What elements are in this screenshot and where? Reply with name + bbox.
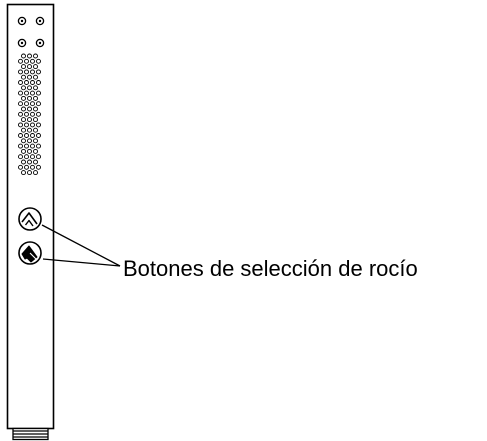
spray-hole <box>24 143 29 149</box>
spray-hole <box>36 122 41 128</box>
spray-hole <box>27 64 32 70</box>
spray-hole <box>36 154 41 160</box>
spray-hole <box>33 117 38 123</box>
spray-mode-arrow-filled-icon <box>21 245 38 263</box>
spray-select-button-top[interactable] <box>18 207 42 231</box>
spray-hole <box>18 143 23 149</box>
spray-hole <box>27 148 32 154</box>
spray-hole <box>21 95 26 101</box>
screw-icon <box>35 38 45 48</box>
spray-hole <box>21 64 26 70</box>
spray-hole <box>18 69 23 75</box>
spray-hole <box>21 170 26 176</box>
screw-icon <box>17 16 27 26</box>
spray-hole <box>36 58 41 64</box>
spray-hole <box>21 106 26 112</box>
spray-hole <box>18 90 23 96</box>
spray-hole <box>21 85 26 91</box>
spray-select-button-bottom[interactable] <box>18 241 42 265</box>
spray-hole <box>30 154 35 160</box>
spray-hole <box>30 122 35 128</box>
spray-hole <box>24 111 29 117</box>
spray-hole <box>30 133 35 138</box>
spray-hole <box>33 95 38 101</box>
screw-holes <box>17 16 45 48</box>
spray-hole <box>24 58 29 64</box>
spray-hole <box>33 64 38 70</box>
spray-hole <box>36 80 41 85</box>
spray-hole <box>24 154 29 160</box>
spray-hole <box>30 80 35 85</box>
spray-hole <box>21 159 26 165</box>
spray-hole <box>18 101 23 107</box>
spray-hole <box>36 90 41 96</box>
spray-hole <box>36 111 41 117</box>
callout-label: Botones de selección de rocío <box>123 256 418 281</box>
spray-hole <box>27 53 32 59</box>
spray-hole <box>21 148 26 154</box>
spray-hole <box>24 101 29 107</box>
spray-hole <box>30 58 35 64</box>
spray-hole <box>30 111 35 117</box>
spray-holes-icon <box>18 53 41 176</box>
spray-hole <box>27 159 32 165</box>
spray-hole <box>27 95 32 101</box>
spray-hole <box>30 90 35 96</box>
spray-hole <box>30 143 35 149</box>
screw-icon <box>35 16 45 26</box>
spray-hole <box>36 143 41 149</box>
spray-hole <box>36 164 41 170</box>
spray-hole <box>33 74 38 80</box>
spray-hole <box>27 170 32 176</box>
spray-hole <box>24 133 29 138</box>
spray-hole <box>27 106 32 112</box>
spray-hole <box>33 138 38 144</box>
callout-leader-lines <box>41 224 121 267</box>
spray-mode-arrow-outline-icon <box>21 212 38 227</box>
spray-hole <box>21 138 26 144</box>
spray-hole <box>24 80 29 85</box>
spray-hole <box>21 127 26 133</box>
spray-hole <box>18 164 23 170</box>
spray-hole <box>24 164 29 170</box>
spray-hole <box>21 117 26 123</box>
spray-hole <box>21 53 26 59</box>
spray-hole <box>27 85 32 91</box>
spray-hole <box>33 159 38 165</box>
spray-hole <box>18 58 23 64</box>
spray-hole <box>27 74 32 80</box>
screw-icon <box>17 38 27 48</box>
spray-hole <box>33 85 38 91</box>
spray-hole <box>33 106 38 112</box>
spray-hole <box>18 122 23 128</box>
spray-hole <box>30 101 35 107</box>
spray-hole <box>18 80 23 85</box>
spray-hole <box>24 90 29 96</box>
spray-hole <box>18 133 23 138</box>
spray-hole <box>33 170 38 176</box>
spray-hole <box>24 122 29 128</box>
spray-hole <box>24 69 29 75</box>
spray-hole <box>18 154 23 160</box>
spray-hole <box>36 101 41 107</box>
spray-hole <box>36 133 41 138</box>
spray-hole <box>36 69 41 75</box>
spray-hole <box>18 111 23 117</box>
spray-hole <box>33 127 38 133</box>
spray-hole <box>30 164 35 170</box>
spray-hole <box>33 148 38 154</box>
spray-hole <box>30 69 35 75</box>
spray-hole <box>21 74 26 80</box>
spray-hole <box>33 53 38 59</box>
hose-connector <box>12 427 49 441</box>
spray-hole <box>27 127 32 133</box>
spray-hole <box>27 138 32 144</box>
spray-hole <box>27 117 32 123</box>
